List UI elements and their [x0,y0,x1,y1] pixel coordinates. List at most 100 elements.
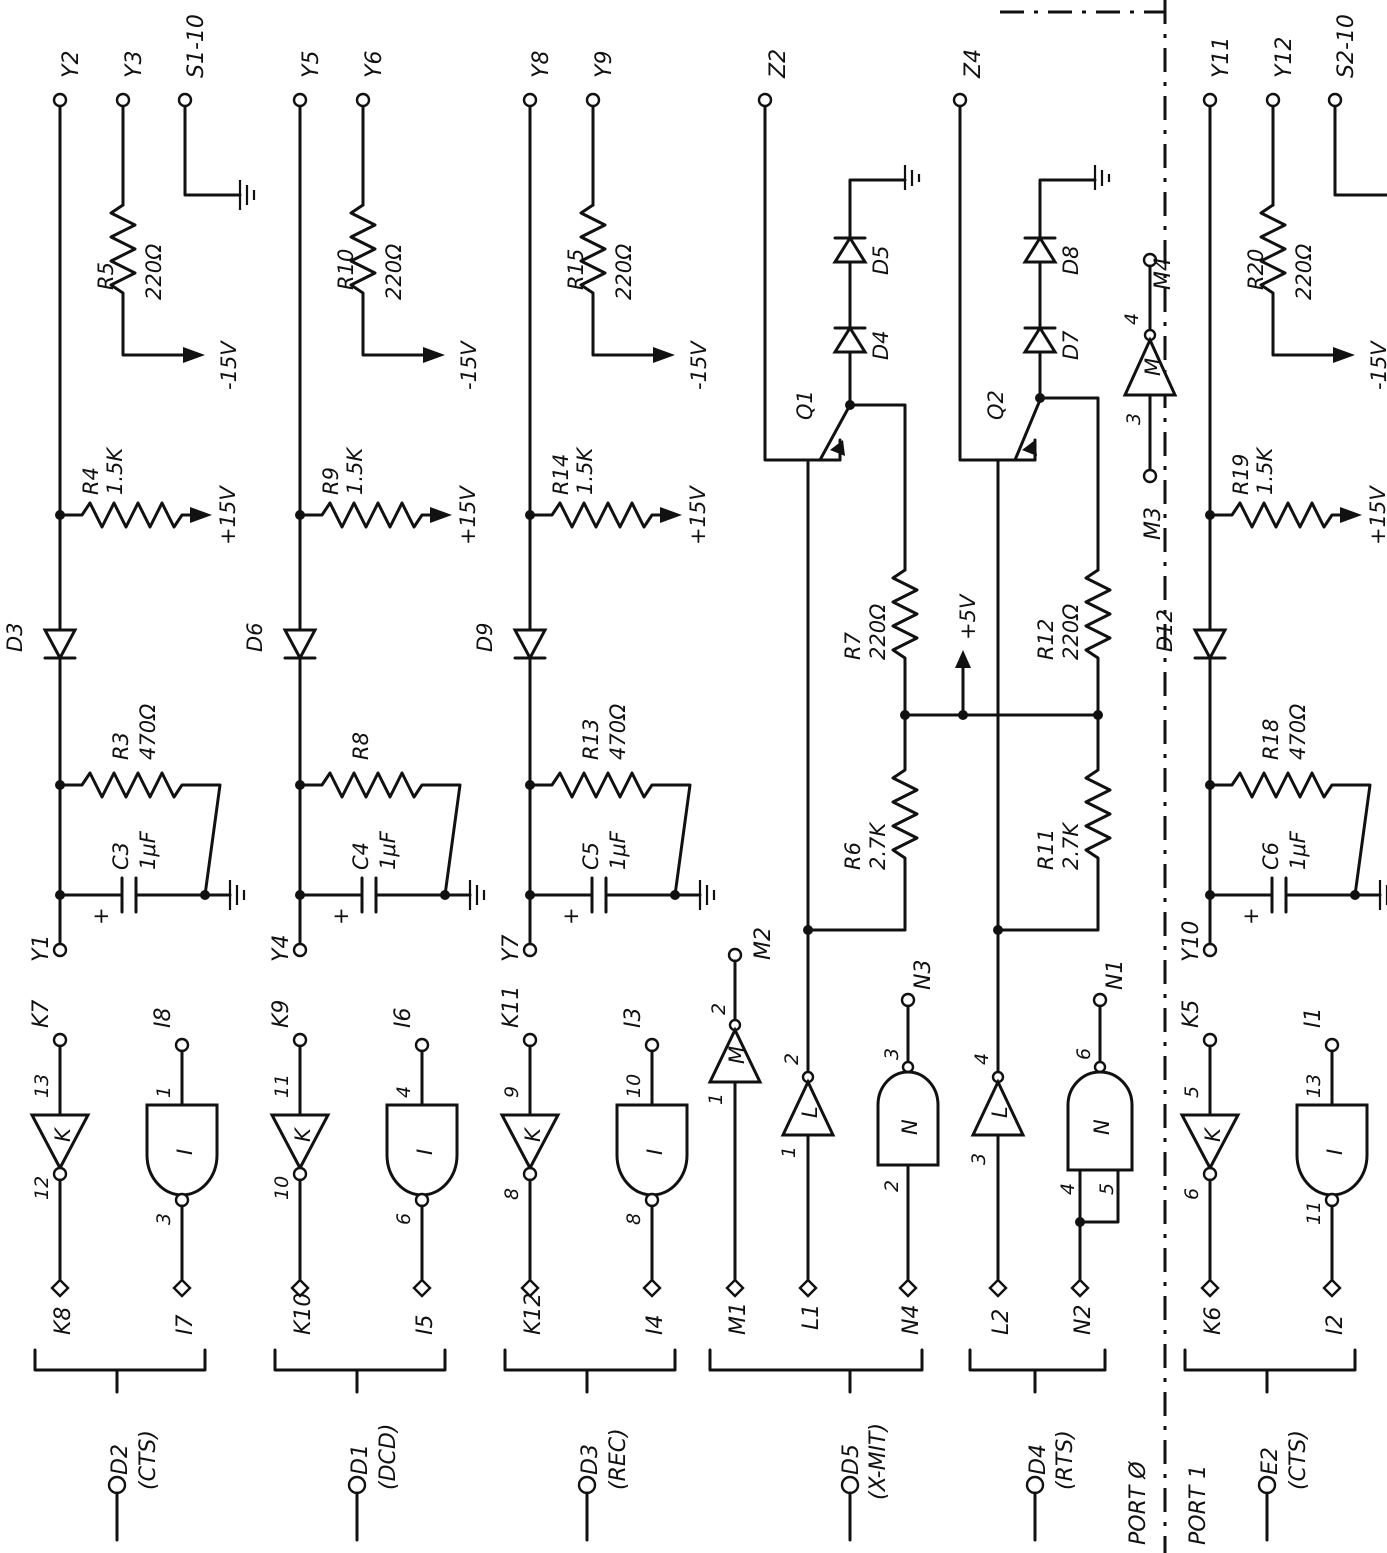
terminal-y1[interactable] [52,942,68,958]
svg-text:M: M [725,1046,749,1064]
label-y12: Y12 [1272,37,1297,78]
terminal-i1[interactable] [1324,1037,1340,1053]
label-i3: I3 [621,1008,646,1029]
label-r5-value: 220Ω [142,244,166,300]
label-n3: N3 [911,960,936,990]
terminal-y10[interactable] [1202,942,1218,958]
svg-text:3: 3 [1123,413,1145,425]
svg-text:+: + [1239,907,1263,925]
label-c6-value: 1μF [1286,830,1310,870]
label-r15-value: 220Ω [612,244,636,300]
terminal-d2[interactable] [107,1475,127,1495]
terminal-i7[interactable] [172,1278,192,1298]
label-r13-value: 470Ω [606,704,630,760]
terminal-i2[interactable] [1322,1278,1342,1298]
label-d4-diode: D4 [869,330,893,360]
terminal-y3[interactable] [115,92,131,108]
label-e2: E2 [1258,1447,1283,1475]
label-r15: R15 [564,249,588,290]
svg-text:2: 2 [708,1003,730,1015]
label-r12-value: 220Ω [1059,604,1083,660]
terminal-s2-10[interactable] [1327,92,1343,108]
terminal-k8[interactable] [50,1278,70,1298]
terminal-k6[interactable] [1200,1278,1220,1298]
terminal-k12[interactable] [520,1278,540,1298]
terminal-y9[interactable] [585,92,601,108]
label-y9: Y9 [592,51,617,78]
label-r18-value: 470Ω [1286,704,1310,760]
svg-text:6: 6 [393,1213,415,1225]
terminal-k11[interactable] [522,1032,538,1048]
terminal-k10[interactable] [290,1278,310,1298]
terminal-k9[interactable] [292,1032,308,1048]
terminal-d3[interactable] [577,1475,597,1495]
terminal-n1[interactable] [1092,992,1108,1008]
label-r14-value: 1.5K [573,446,597,495]
terminal-i3[interactable] [644,1037,660,1053]
terminal-d4[interactable] [1025,1475,1045,1495]
terminal-m3[interactable] [1142,468,1158,484]
terminal-d5[interactable] [840,1475,860,1495]
label-y11: Y11 [1209,37,1234,78]
terminal-i6[interactable] [414,1037,430,1053]
terminal-y5[interactable] [292,92,308,108]
label-d9: D9 [473,622,497,652]
label-d4: D4 [1026,1444,1051,1475]
label-d1: D1 [348,1444,373,1475]
label-y2: Y2 [59,51,84,78]
terminal-y2[interactable] [52,92,68,108]
svg-text:13: 13 [31,1074,53,1098]
terminal-n4[interactable] [898,1278,918,1298]
label-d4-sub: (RTS) [1053,1430,1078,1490]
svg-text:2: 2 [781,1053,803,1065]
nand-n2 [1066,1070,1134,1172]
terminal-m2[interactable] [727,947,743,963]
svg-text:10: 10 [623,1074,645,1098]
label-y1: Y1 [29,935,54,962]
terminal-z2[interactable] [757,92,773,108]
terminal-i4[interactable] [642,1278,662,1298]
terminal-n2[interactable] [1070,1278,1090,1298]
terminal-m1[interactable] [725,1278,745,1298]
terminal-l2[interactable] [988,1278,1008,1298]
buffer-k11 [499,1113,561,1172]
terminal-d1[interactable] [347,1475,367,1495]
terminal-k5[interactable] [1202,1032,1218,1048]
terminal-l1[interactable] [798,1278,818,1298]
svg-text:+: + [559,907,583,925]
label-r18: R18 [1259,719,1283,760]
svg-text:8: 8 [623,1213,645,1225]
terminal-y8[interactable] [522,92,538,108]
label-y4: Y4 [269,935,294,962]
svg-text:L: L [798,1106,822,1118]
label-r7: R7 [841,631,865,660]
terminal-i5[interactable] [412,1278,432,1298]
nand-n1 [876,1070,940,1167]
label-d7-diode: D7 [1059,330,1083,360]
label-m4: M4 [1151,257,1176,290]
svg-text:K: K [291,1126,315,1142]
terminal-y11[interactable] [1202,92,1218,108]
svg-text:I: I [413,1149,437,1155]
label-c3: C3 [109,842,133,870]
label-r7-value: 220Ω [866,604,890,660]
terminal-e2[interactable] [1257,1475,1277,1495]
terminal-n3[interactable] [900,992,916,1008]
terminal-y12[interactable] [1265,92,1281,108]
svg-text:K: K [521,1126,545,1142]
terminal-y6[interactable] [355,92,371,108]
terminal-i8[interactable] [174,1037,190,1053]
terminal-y7[interactable] [522,942,538,958]
svg-text:11: 11 [1303,1201,1325,1225]
svg-text:N: N [1090,1119,1114,1135]
label-i6: I6 [391,1008,416,1029]
label-plus5v: +5V [956,593,980,640]
terminal-s1-10[interactable] [177,92,193,108]
label-n1: N1 [1103,960,1128,990]
terminal-k7[interactable] [52,1032,68,1048]
terminal-z4[interactable] [952,92,968,108]
label-d3: D3 [578,1444,603,1475]
transmit-section: Z2 Z4 Q1 Q2 D5 D4 D8 D7 R7 220 [705,49,1211,1545]
label-q1: Q1 [793,390,817,420]
terminal-y4[interactable] [292,942,308,958]
